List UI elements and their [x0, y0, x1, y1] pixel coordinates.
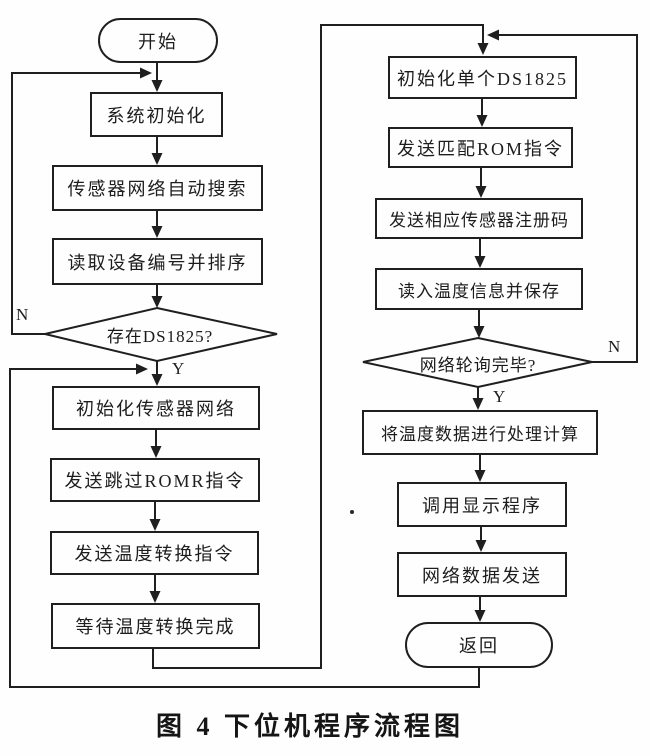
arrowhead: [475, 540, 487, 552]
node-process-read-device-ids: 读取设备编号并排序: [52, 238, 263, 285]
arrowhead: [151, 374, 163, 386]
node-return-terminator: 返回: [405, 622, 553, 668]
arrowhead: [473, 326, 485, 338]
branch-label-no-right: N: [608, 337, 621, 356]
arrowhead: [136, 363, 148, 375]
decision-diamond-ds1825: [44, 306, 278, 363]
arrowhead: [151, 153, 163, 165]
node-process-send-sensor-reg-code: 发送相应传感器注册码: [375, 198, 583, 239]
node-process-send-match-rom: 发送匹配ROM指令: [388, 127, 573, 168]
connector-return-loop: [9, 368, 480, 688]
arrowhead: [474, 610, 486, 622]
connector-no-loop-right: [492, 34, 638, 363]
arrowhead: [487, 29, 499, 41]
arrowhead: [474, 256, 486, 268]
node-process-network-auto-search: 传感器网络自动搜索: [52, 165, 263, 211]
decision-diamond-poll-done: [362, 336, 593, 389]
arrowhead: [476, 115, 488, 127]
arrowhead: [472, 398, 484, 410]
branch-label-yes-right: Y: [493, 387, 506, 406]
node-process-read-save-temp: 读入温度信息并保存: [375, 268, 583, 310]
node-process-init-sensor-network: 初始化传感器网络: [52, 386, 260, 430]
node-process-network-data-send: 网络数据发送: [397, 552, 567, 597]
arrowheads: [136, 29, 499, 622]
node-process-system-init: 系统初始化: [90, 92, 223, 137]
connector-no-loop-left: [11, 72, 144, 335]
branch-label-yes-left: Y: [172, 359, 185, 378]
ink-dot: [350, 510, 354, 514]
decision-label-ds1825-exists: 存在DS1825?: [106, 326, 214, 346]
arrowhead: [140, 67, 152, 79]
node-start-terminator: 开始: [98, 18, 218, 63]
decision-label-poll-done: 网络轮询完毕?: [419, 355, 537, 375]
arrowhead: [149, 519, 161, 531]
figure-caption: 图 4 下位机程序流程图: [155, 712, 464, 741]
connector-l7-to-right-top: [152, 24, 484, 669]
arrowhead: [151, 226, 163, 238]
arrowhead: [474, 470, 486, 482]
branch-label-no-left: N: [16, 305, 29, 324]
node-process-process-temp-data: 将温度数据进行处理计算: [362, 410, 598, 455]
arrowhead: [151, 80, 163, 92]
node-process-wait-temp-convert: 等待温度转换完成: [51, 603, 260, 649]
arrowhead: [150, 446, 162, 458]
arrowhead: [477, 43, 489, 55]
arrowhead: [475, 186, 487, 198]
node-process-call-display: 调用显示程序: [397, 482, 567, 527]
arrowhead: [151, 296, 163, 308]
arrowhead: [149, 591, 161, 603]
node-process-init-single-ds1825: 初始化单个DS1825: [388, 56, 577, 99]
node-process-send-temp-convert: 发送温度转换指令: [50, 531, 259, 575]
node-process-send-skip-rom: 发送跳过ROMR指令: [50, 458, 260, 502]
